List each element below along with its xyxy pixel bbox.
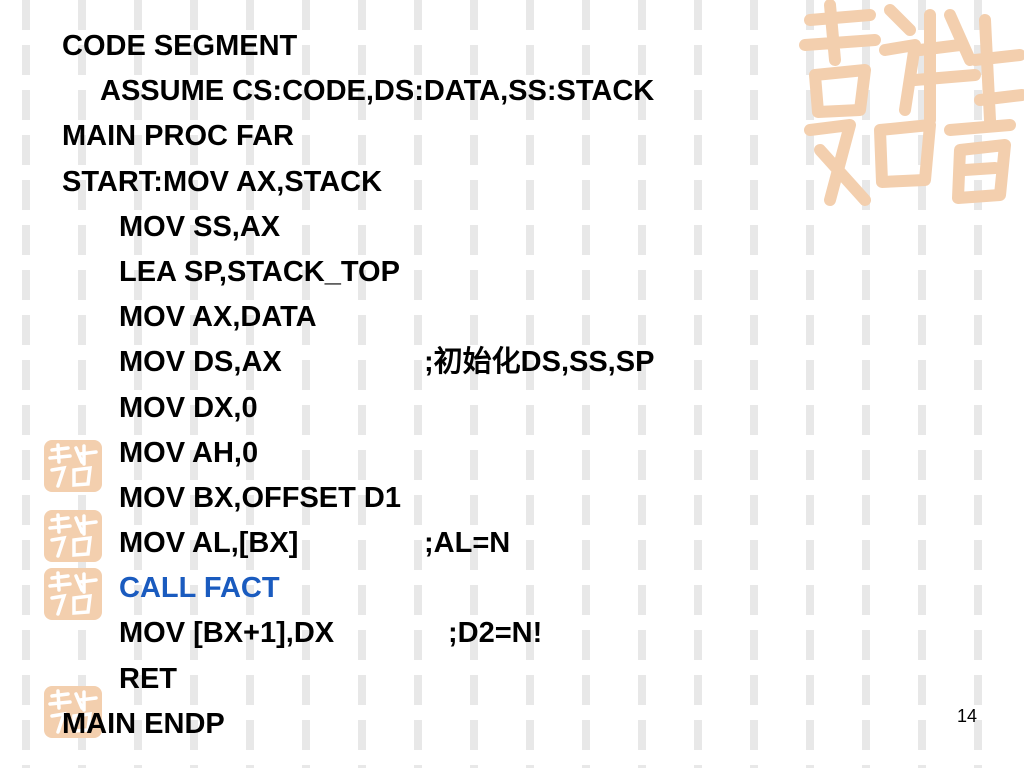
page-number: 14 <box>957 706 978 726</box>
code-instr: CODE SEGMENT <box>62 30 298 62</box>
code-line-12: MOV AL,[BX] ;AL=N <box>62 521 654 566</box>
code-line-4: START:MOV AX,STACK <box>62 160 654 205</box>
code-instr: MAIN PROC FAR <box>62 120 294 153</box>
code-comment: ;D2=N! <box>448 617 543 650</box>
seal-logo-small-1 <box>44 440 102 492</box>
code-line-8: MOV DS,AX ;初始化DS,SS,SP <box>62 340 654 385</box>
code-line-9: MOV DX,0 <box>62 386 654 431</box>
code-line-6: LEA SP,STACK_TOP <box>62 250 654 295</box>
code-instr: LEA SP,STACK_TOP <box>119 255 400 288</box>
code-instr: MOV AX,DATA <box>119 301 317 334</box>
code-instr: CALL FACT <box>119 572 280 605</box>
code-instr: MOV AH,0 <box>119 436 259 469</box>
code-comment: ;AL=N <box>424 527 511 560</box>
code-instr: MOV AL,[BX] <box>119 527 299 560</box>
code-line-7: MOV AX,DATA <box>62 295 654 340</box>
code-line-11: MOV BX,OFFSET D1 <box>62 476 654 521</box>
code-line-13: CALL FACT <box>62 566 654 611</box>
code-instr: MOV [BX+1],DX <box>119 617 335 650</box>
seal-logo-small-3 <box>44 568 102 620</box>
code-instr: MOV SS,AX <box>119 210 281 243</box>
code-line-10: MOV AH,0 <box>62 431 654 476</box>
code-line-14: MOV [BX+1],DX ;D2=N! <box>62 611 654 656</box>
code-line-5: MOV SS,AX <box>62 205 654 250</box>
seal-logo-small-2 <box>44 510 102 562</box>
code-instr: ASSUME CS:CODE,DS:DATA,SS:STACK <box>100 75 655 108</box>
seal-logo-large <box>799 0 1024 206</box>
code-line-15: RET <box>62 657 654 702</box>
code-line-1: CODE SEGMENT <box>62 24 654 69</box>
seal-logo-small-4 <box>44 686 102 738</box>
code-instr: RET <box>119 662 177 695</box>
code-instr: MOV BX,OFFSET D1 <box>119 481 401 514</box>
code-comment: ;初始化DS,SS,SP <box>424 346 655 379</box>
code-instr: MOV DX,0 <box>119 391 258 424</box>
code-line-3: MAIN PROC FAR <box>62 114 654 159</box>
code-instr: START:MOV AX,STACK <box>62 165 383 198</box>
code-line-2: ASSUME CS:CODE,DS:DATA,SS:STACK <box>62 69 654 114</box>
code-instr: MAIN ENDP <box>62 707 225 740</box>
code-listing: CODE SEGMENT ASSUME CS:CODE,DS:DATA,SS:S… <box>62 24 654 747</box>
code-line-16: MAIN ENDP <box>62 702 654 747</box>
code-instr: MOV DS,AX <box>119 346 282 379</box>
